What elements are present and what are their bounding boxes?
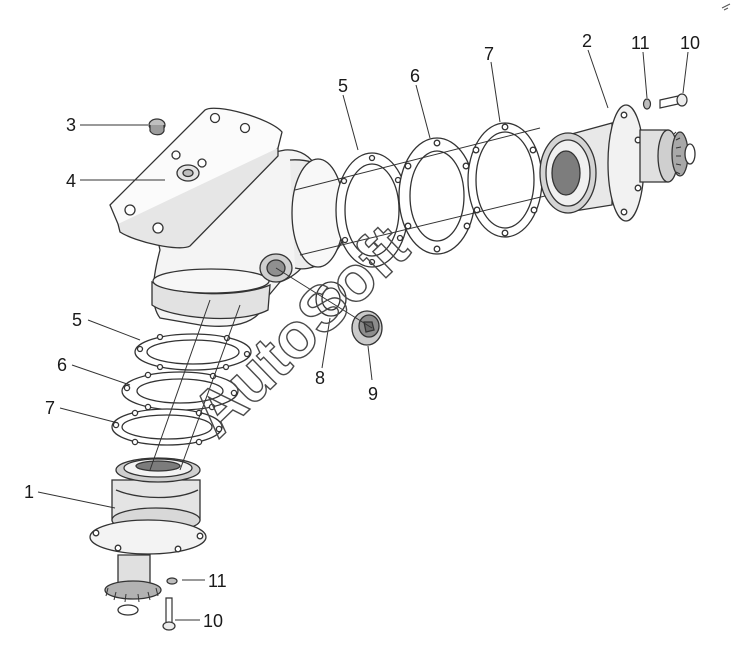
callout-8: 8 xyxy=(315,368,325,388)
leader-lines xyxy=(37,49,689,621)
callout-2: 2 xyxy=(582,31,592,51)
gasket-upper-6 xyxy=(398,137,476,255)
gasket-lower-7 xyxy=(111,408,223,446)
callout-10-upper: 10 xyxy=(680,33,700,53)
callout-10-lower: 10 xyxy=(203,611,223,631)
callout-3: 3 xyxy=(66,115,76,135)
breather-plug xyxy=(148,118,166,136)
gasket-upper-7 xyxy=(467,122,543,238)
bolt-lower xyxy=(162,577,178,631)
gearbox-housing xyxy=(109,107,346,327)
assembly-axis-lines xyxy=(149,127,546,471)
callout-labels: 3 4 5 6 7 2 11 10 5 6 7 1 8 9 11 10 xyxy=(24,31,700,631)
callout-5-lower: 5 xyxy=(72,310,82,330)
corner-mark xyxy=(721,3,731,11)
callout-4: 4 xyxy=(66,171,76,191)
callout-7-upper: 7 xyxy=(484,44,494,64)
callout-9: 9 xyxy=(368,384,378,404)
gaskets-lower xyxy=(111,333,252,446)
bearing-housing-lower xyxy=(89,457,207,616)
callout-11-lower: 11 xyxy=(208,571,227,591)
callout-5-upper: 5 xyxy=(338,76,348,96)
callout-11-upper: 11 xyxy=(631,33,650,53)
callout-6-lower: 6 xyxy=(57,355,67,375)
gasket-lower-5 xyxy=(134,333,252,371)
callout-6-upper: 6 xyxy=(410,66,420,86)
gasket-upper-5 xyxy=(335,152,409,268)
callout-7-lower: 7 xyxy=(45,398,55,418)
gasket-lower-6 xyxy=(121,371,239,411)
bearing-housing-upper xyxy=(539,104,696,222)
gaskets-upper xyxy=(335,122,543,268)
bolt-upper xyxy=(642,93,688,110)
callout-1: 1 xyxy=(24,482,34,502)
